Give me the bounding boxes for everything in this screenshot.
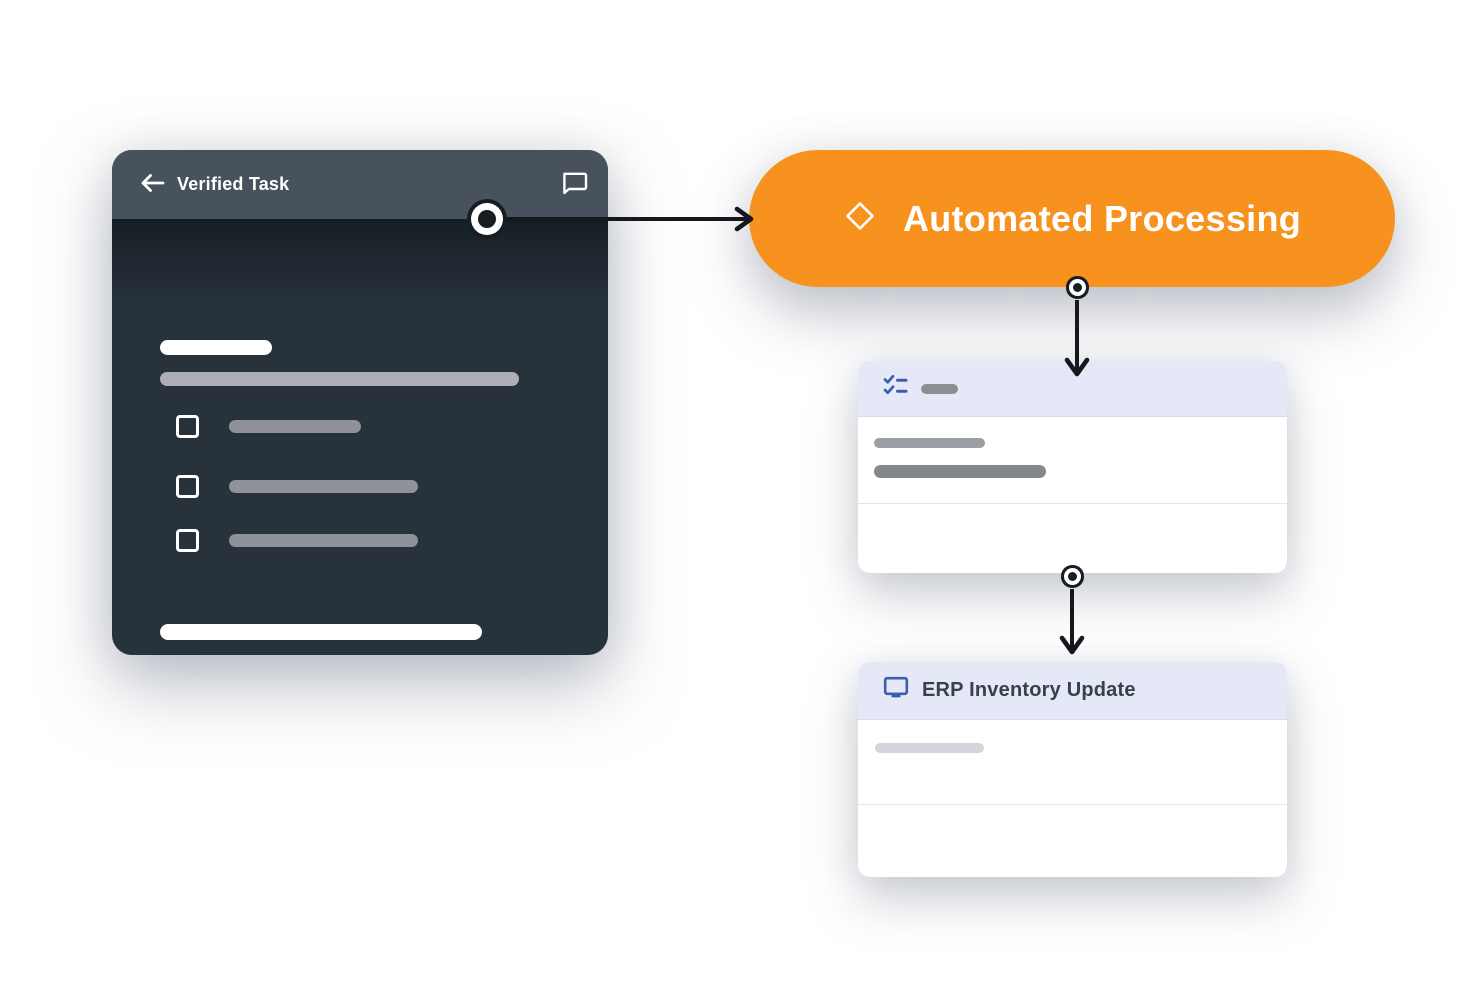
placeholder-item-bar	[229, 419, 361, 433]
placeholder-text-bar	[875, 743, 984, 753]
placeholder-header-bar	[921, 383, 958, 394]
erp-card-body	[858, 720, 1287, 804]
chat-bubble-icon	[562, 171, 590, 198]
process-node-label: Automated Processing	[902, 197, 1302, 239]
erp-card-footer	[858, 805, 1287, 877]
checklist-icon	[883, 374, 908, 402]
chat-button[interactable]	[562, 171, 590, 198]
placeholder-text-bar	[874, 465, 1046, 478]
checkbox[interactable]	[176, 528, 199, 552]
erp-card-title: ERP Inventory Update	[922, 679, 1136, 701]
checklist-card-header	[858, 361, 1287, 417]
checkbox[interactable]	[176, 474, 199, 498]
task-card-header: Verified Task	[112, 150, 608, 219]
checklist-row	[176, 414, 361, 438]
checklist-row	[176, 474, 418, 498]
checklist-card-body	[858, 417, 1287, 503]
placeholder-subtitle-bar	[160, 372, 519, 386]
erp-card-header: ERP Inventory Update	[858, 662, 1287, 720]
task-card-title: Verified Task	[177, 174, 290, 194]
checklist-step-card	[858, 361, 1287, 573]
connector-dot-process	[1073, 283, 1082, 292]
checklist-card-footer	[858, 504, 1287, 573]
placeholder-item-bar	[229, 479, 418, 493]
back-arrow-icon	[140, 173, 165, 196]
card-divider	[858, 503, 1287, 504]
card-divider	[858, 804, 1287, 805]
task-card-body	[112, 219, 608, 655]
diamond-icon	[843, 199, 877, 238]
mobile-task-card: Verified Task	[112, 150, 608, 655]
placeholder-title-bar	[160, 340, 272, 355]
back-button[interactable]	[140, 173, 165, 196]
placeholder-action-bar	[160, 624, 482, 640]
automated-processing-node[interactable]: Automated Processing	[749, 150, 1395, 287]
connector-dot-checklist	[1068, 572, 1077, 581]
connector-dot-task	[478, 210, 496, 228]
checkbox[interactable]	[176, 414, 199, 438]
placeholder-text-bar	[874, 438, 985, 448]
erp-step-card: ERP Inventory Update	[858, 662, 1287, 877]
checklist-row	[176, 528, 418, 552]
monitor-icon	[883, 676, 909, 705]
placeholder-item-bar	[229, 533, 418, 547]
